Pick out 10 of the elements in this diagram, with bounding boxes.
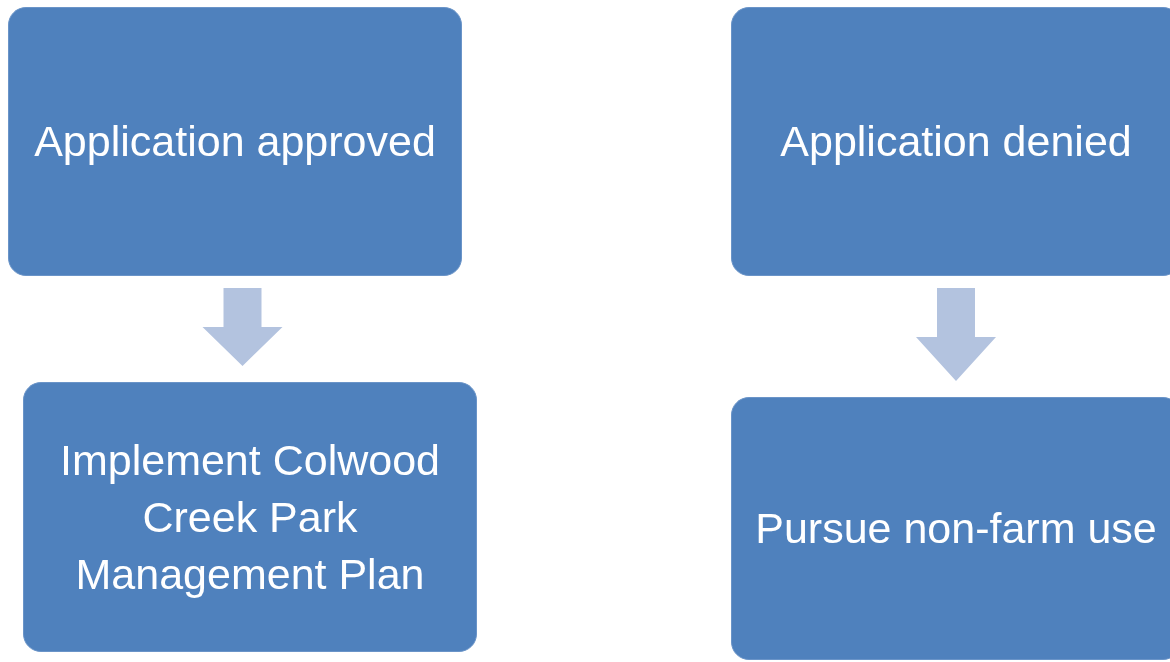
- box-label: Implement Colwood Creek Park Management Plan: [59, 434, 441, 600]
- block-arrow: [916, 288, 996, 381]
- process-box: [731, 7, 1170, 276]
- block-arrow: [202, 288, 283, 366]
- box-label: Application denied: [780, 116, 1132, 167]
- process-box: [8, 7, 462, 276]
- box-label: Pursue non-farm use: [755, 503, 1157, 554]
- process-box: [731, 397, 1170, 660]
- process-box: [23, 382, 477, 652]
- box-label: Application approved: [34, 116, 436, 167]
